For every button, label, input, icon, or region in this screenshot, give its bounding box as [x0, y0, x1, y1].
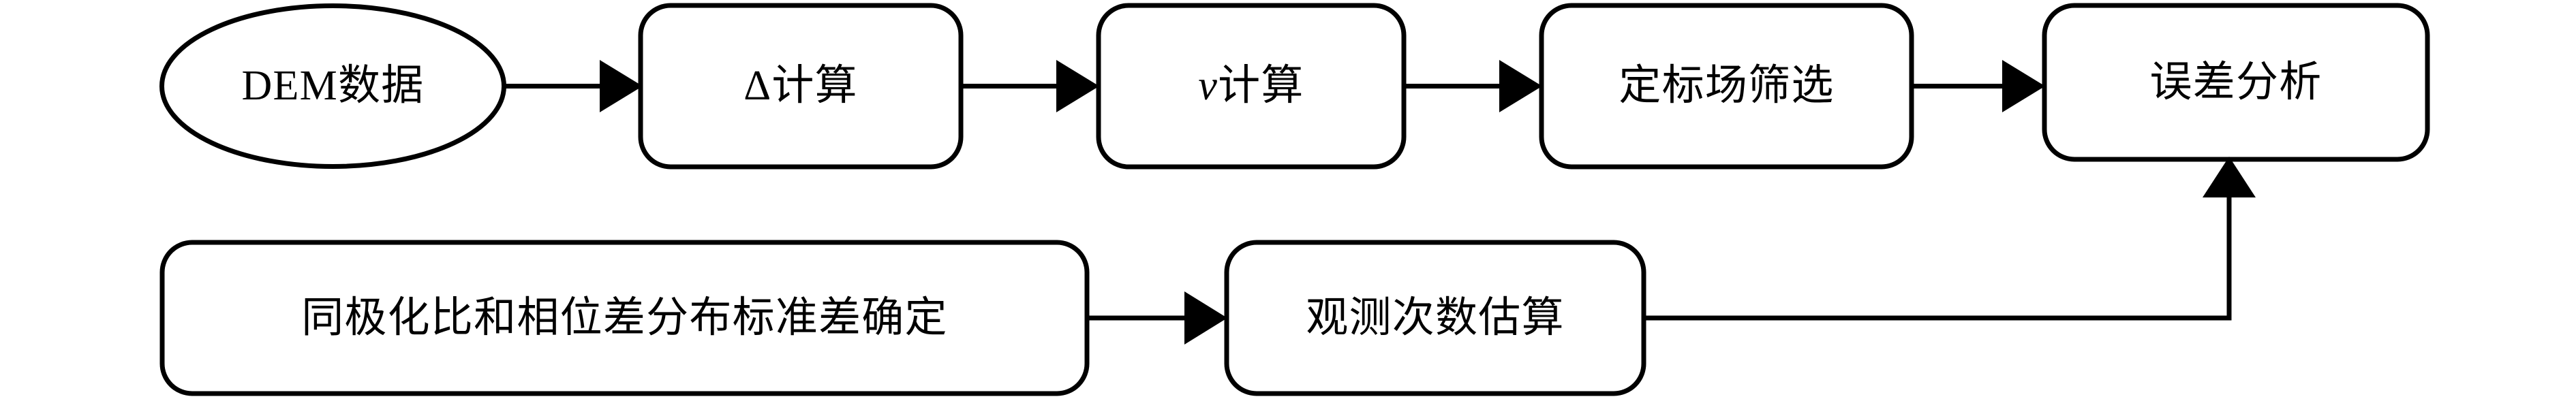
node-shape-dem-data[interactable] — [159, 3, 506, 169]
node-label-dem-data: DEM数据 — [241, 63, 425, 110]
arrowhead-calib-site-selection-to-error-analysis — [2002, 60, 2045, 112]
node-label-v-calc-symbol: v — [1198, 63, 1218, 110]
arrowhead-dem-data-to-delta-calc — [600, 60, 643, 112]
node-label-delta-calc: Δ计算 — [743, 63, 858, 110]
arrowhead-delta-calc-to-v-calc — [1056, 60, 1099, 112]
node-label-v-calc-text: 计算 — [1218, 63, 1304, 110]
node-label-error-analysis: 误差分析 — [2149, 59, 2322, 106]
node-label-copol-ratio-phase-std: 同极化比和相位差分布标准差确定 — [301, 294, 948, 341]
node-label-observation-count-estimate: 观测次数估算 — [1306, 294, 1565, 341]
arrowhead-observation-count-estimate-to-error-analysis — [2203, 157, 2256, 197]
edge-observation-count-estimate-to-error-analysis — [1644, 197, 2232, 321]
node-shape-error-analysis[interactable] — [2042, 3, 2430, 162]
arrowhead-v-calc-to-calib-site-selection — [1499, 60, 1542, 112]
node-label-calib-site-selection: 定标场筛选 — [1619, 63, 1835, 110]
arrowhead-copol-ratio-phase-std-to-observation-count-estimate — [1184, 291, 1227, 345]
